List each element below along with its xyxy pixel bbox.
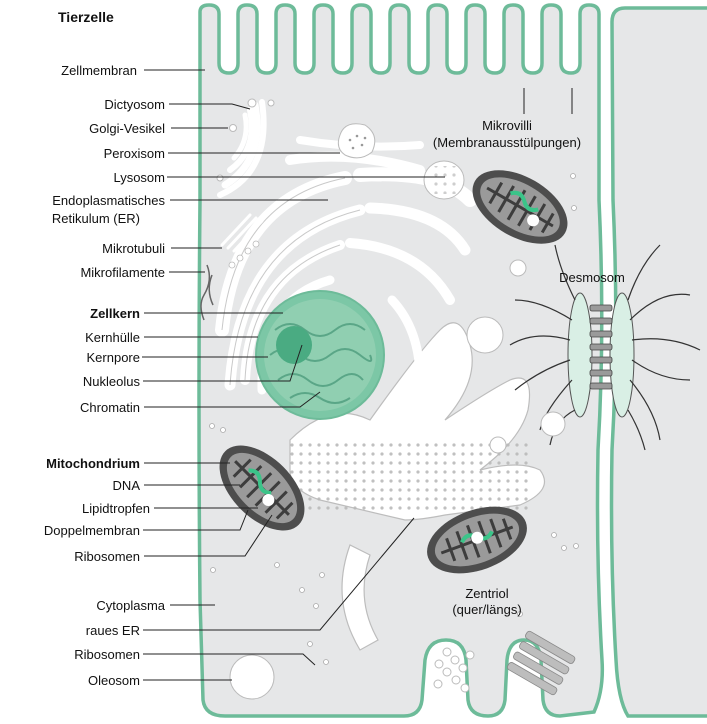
label-doppelmembran: Doppelmembran [44,523,140,538]
label-raues-er: raues ER [86,623,140,638]
diagram-title: Tierzelle [58,9,114,25]
label-kernpore: Kernpore [87,350,140,365]
label-peroxisom: Peroxisom [104,146,165,161]
label-zentriol-sub: (quer/längs) [452,602,521,617]
nucleolus [276,326,312,364]
oleosome [230,655,274,699]
vacuole [467,317,503,353]
label-mikrovilli-sub: (Membranausstülpungen) [433,135,581,150]
label-kernhuelle: Kernhülle [85,330,140,345]
label-er-line2: Retikulum (ER) [52,211,140,226]
label-mikrofilamente: Mikrofilamente [80,265,165,280]
labels-left: Tierzelle Zellmembran Dictyosom Golgi-Ve… [44,9,166,688]
label-chromatin: Chromatin [80,400,140,415]
peroxisome [338,124,374,158]
label-mitochondrium: Mitochondrium [46,456,140,471]
label-lysosom: Lysosom [113,170,165,185]
vesicle [510,260,526,276]
label-lipidtropfen: Lipidtropfen [82,501,150,516]
label-desmosom: Desmosom [559,270,625,285]
label-oleosom: Oleosom [88,673,140,688]
label-cytoplasma: Cytoplasma [96,598,165,613]
label-golgi-vesikel: Golgi-Vesikel [89,121,165,136]
label-ribosomen-2: Ribosomen [74,647,140,662]
label-dna: DNA [113,478,141,493]
label-zellmembran: Zellmembran [61,63,137,78]
label-mikrovilli: Mikrovilli [482,118,532,133]
lysosome [424,161,464,199]
label-dictyosom: Dictyosom [104,97,165,112]
label-zentriol: Zentriol [465,586,508,601]
label-er-line1: Endoplasmatisches [52,193,165,208]
nucleus [256,291,384,419]
label-mikrotubuli: Mikrotubuli [102,241,165,256]
label-ribosomen-1: Ribosomen [74,549,140,564]
label-zellkern: Zellkern [90,306,140,321]
label-nukleolus: Nukleolus [83,374,141,389]
vesicle [541,412,565,436]
vesicle [490,437,506,453]
